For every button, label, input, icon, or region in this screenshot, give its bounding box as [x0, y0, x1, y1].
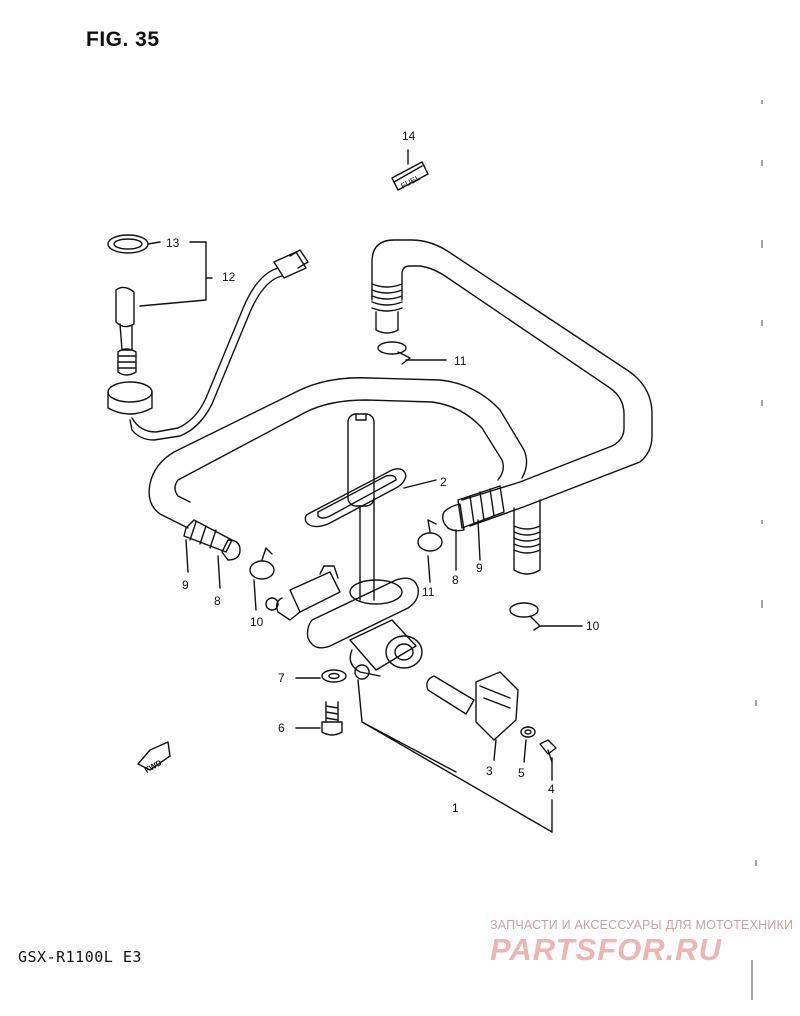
fuel-plate-label: FUEL [399, 173, 422, 191]
callout-8-right: 8 [452, 573, 459, 587]
callout-13: 13 [166, 236, 180, 250]
hose-clamps [249, 341, 541, 631]
fwd-label: FWD [143, 758, 163, 775]
fuel-plate [391, 161, 429, 191]
callout-8-left: 8 [214, 594, 221, 608]
watermark-logo: PARTSFOR.RU [490, 932, 723, 967]
callout-10-left: 10 [250, 615, 264, 629]
leader-lines [139, 149, 583, 833]
callout-9-right: 9 [476, 561, 483, 575]
fuel-sender-unit [107, 234, 309, 441]
callout-7: 7 [278, 671, 285, 685]
callout-1: 1 [452, 801, 459, 815]
callout-14: 14 [402, 129, 416, 143]
callout-12: 12 [222, 270, 236, 284]
scan-edge [751, 100, 763, 1000]
callout-2: 2 [440, 475, 447, 489]
callout-9-left: 9 [182, 578, 189, 592]
fuel-valve-pickup [304, 413, 407, 601]
fuel-cock-body [265, 565, 423, 680]
callout-5: 5 [518, 766, 525, 780]
small-hardware [321, 669, 557, 763]
watermark-tagline: ЗАПЧАСТИ И АКСЕССУАРЫ ДЛЯ МОТОТЕХНИКИ [490, 918, 794, 932]
fuel-hose-left [148, 377, 528, 561]
callout-11-top: 11 [454, 354, 467, 368]
callout-11-mid: 11 [422, 585, 435, 599]
callout-10-right: 10 [586, 619, 600, 633]
callout-4: 4 [548, 782, 555, 796]
fuel-cock-lever [426, 671, 519, 741]
fwd-arrow [137, 741, 171, 771]
fuel-hose-right [371, 239, 653, 575]
callout-6: 6 [278, 721, 285, 735]
figure-title: FIG. 35 [86, 28, 160, 51]
model-label: GSX-R1100L E3 [18, 948, 142, 966]
callout-3: 3 [486, 764, 493, 778]
